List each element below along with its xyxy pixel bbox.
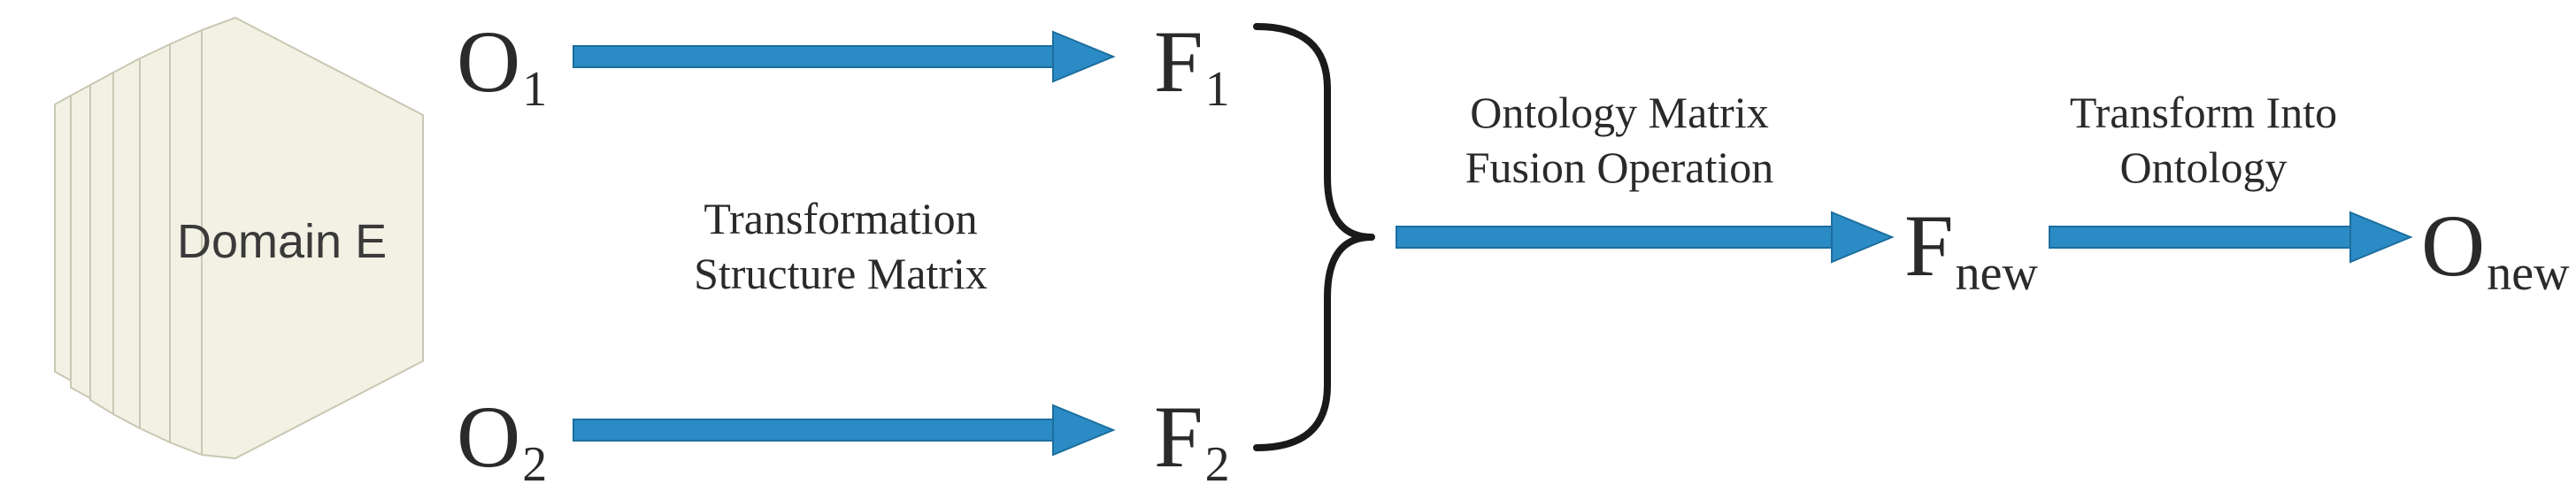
label-transformation-line1: Transformation [704, 194, 978, 243]
node-o1: O1 [457, 18, 548, 117]
node-o1-sub: 1 [522, 62, 548, 117]
node-fnew-sub: new [1955, 246, 2038, 301]
arrow-fusion [1396, 211, 1895, 264]
node-fnew: Fnew [1904, 202, 2038, 301]
node-f1: F1 [1154, 18, 1230, 117]
domain-panel [89, 72, 114, 415]
domain-panel [70, 84, 91, 399]
domain-label: Domain E [177, 215, 388, 268]
domain-panel-front [201, 17, 424, 459]
node-o2: O2 [457, 393, 548, 492]
label-transform-into-ontology: Transform Into Ontology [2035, 85, 2372, 195]
node-o1-main: O [457, 12, 521, 111]
node-onew: Onew [2421, 202, 2570, 301]
node-f2: F2 [1154, 393, 1230, 492]
arrow-o2-to-f2 [573, 404, 1116, 457]
label-fusion-line1: Ontology Matrix [1470, 88, 1769, 137]
node-fnew-main: F [1904, 196, 1954, 295]
node-o2-main: O [457, 388, 521, 486]
domain-panel [139, 43, 171, 443]
node-o2-sub: 2 [522, 437, 548, 492]
label-fusion-line2: Fusion Operation [1465, 142, 1774, 192]
arrows [573, 30, 2413, 457]
arrow-transform-into-ontology [2049, 211, 2413, 264]
node-f1-main: F [1154, 12, 1203, 111]
label-transform-line2: Ontology [2119, 142, 2288, 192]
node-onew-sub: new [2487, 246, 2570, 301]
node-f1-sub: 1 [1204, 62, 1230, 117]
label-transformation-structure-matrix: Transformation Structure Matrix [655, 191, 1027, 301]
domain-panel [112, 58, 141, 429]
curly-brace [1253, 23, 1375, 451]
domain-panel-stack [54, 17, 424, 459]
arrow-o1-to-f1 [573, 30, 1116, 83]
label-transformation-line2: Structure Matrix [694, 249, 988, 298]
node-f2-main: F [1154, 388, 1203, 486]
label-ontology-matrix-fusion: Ontology Matrix Fusion Operation [1416, 85, 1823, 195]
node-onew-main: O [2421, 196, 2486, 295]
domain-panel [54, 95, 72, 381]
label-transform-line1: Transform Into [2069, 88, 2338, 137]
node-f2-sub: 2 [1204, 437, 1230, 492]
